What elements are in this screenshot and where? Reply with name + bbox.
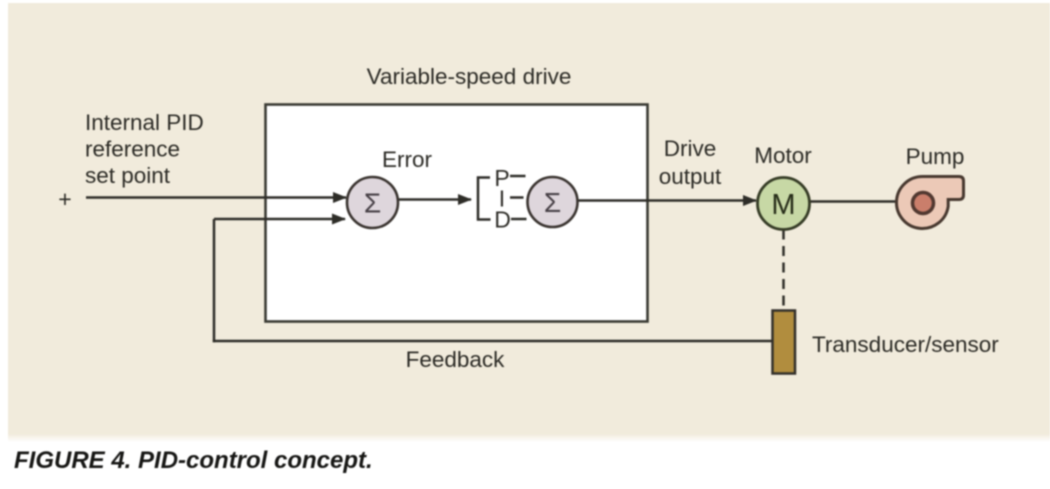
svg-text:I: I xyxy=(499,186,505,212)
svg-text:set point: set point xyxy=(85,163,171,188)
svg-text:FIGURE 4. PID-control concept.: FIGURE 4. PID-control concept. xyxy=(14,447,373,474)
svg-text:Internal PID: Internal PID xyxy=(85,110,204,135)
svg-text:reference: reference xyxy=(85,137,180,162)
svg-text:Error: Error xyxy=(382,147,433,172)
svg-text:output: output xyxy=(659,164,722,189)
svg-text:Transducer/sensor: Transducer/sensor xyxy=(812,332,999,357)
svg-text:Σ: Σ xyxy=(544,187,561,218)
svg-text:+: + xyxy=(58,186,71,212)
svg-text:D: D xyxy=(494,207,511,233)
svg-text:M: M xyxy=(771,189,795,221)
svg-text:Pump: Pump xyxy=(906,144,965,169)
svg-text:Drive: Drive xyxy=(664,136,717,161)
svg-text:Motor: Motor xyxy=(754,143,812,168)
svg-text:P: P xyxy=(494,165,509,191)
svg-text:Feedback: Feedback xyxy=(406,347,506,372)
svg-text:Variable-speed drive: Variable-speed drive xyxy=(367,64,572,89)
svg-text:Σ: Σ xyxy=(364,188,381,219)
